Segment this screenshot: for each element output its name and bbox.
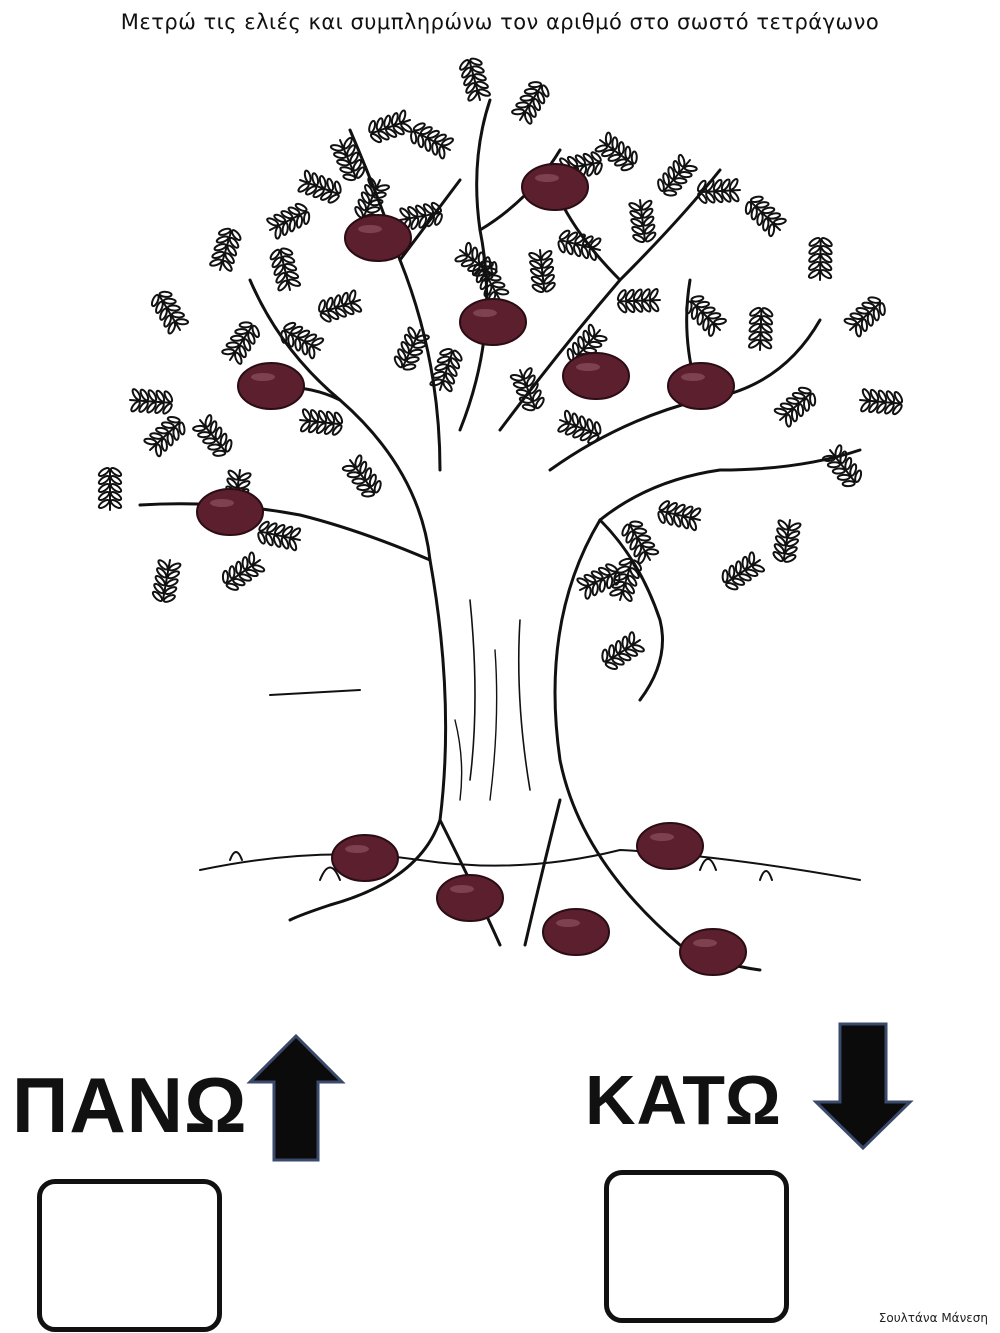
arrow-up-icon bbox=[246, 1033, 346, 1162]
worksheet-title: Μετρώ τις ελιές και συμπληρώνω τον αριθμ… bbox=[120, 10, 880, 34]
olive-highlight bbox=[693, 939, 717, 947]
olive-up bbox=[521, 163, 589, 211]
olive-highlight bbox=[535, 174, 559, 182]
olive-highlight bbox=[450, 885, 474, 893]
olive-highlight bbox=[650, 833, 674, 841]
down-label: ΚΑΤΩ bbox=[585, 1061, 782, 1139]
olive-highlight bbox=[345, 845, 369, 853]
olive-highlight bbox=[473, 309, 497, 317]
olive-highlight bbox=[576, 363, 600, 371]
olive-up bbox=[344, 214, 412, 262]
up-label: ΠΑΝΩ bbox=[12, 1061, 248, 1149]
up-answer-box[interactable] bbox=[37, 1179, 222, 1332]
olive-down bbox=[542, 908, 610, 956]
olive-up bbox=[562, 352, 630, 400]
olive-down bbox=[331, 834, 399, 882]
olive-down bbox=[436, 874, 504, 922]
olive-highlight bbox=[556, 919, 580, 927]
olive-up bbox=[667, 362, 735, 410]
olive-tree-icon bbox=[97, 57, 904, 976]
olive-highlight bbox=[681, 373, 705, 381]
olive-down bbox=[636, 822, 704, 870]
olive-up bbox=[237, 362, 305, 410]
olive-highlight bbox=[251, 373, 275, 381]
olive-up bbox=[196, 488, 264, 536]
olive-highlight bbox=[210, 499, 234, 507]
olive-highlight bbox=[358, 225, 382, 233]
olive-down bbox=[679, 928, 747, 976]
olive-up bbox=[459, 298, 527, 346]
author-signature: Σουλτάνα Μάνεση bbox=[878, 1311, 988, 1325]
arrow-down-icon bbox=[812, 1022, 914, 1151]
down-answer-box[interactable] bbox=[604, 1170, 789, 1323]
